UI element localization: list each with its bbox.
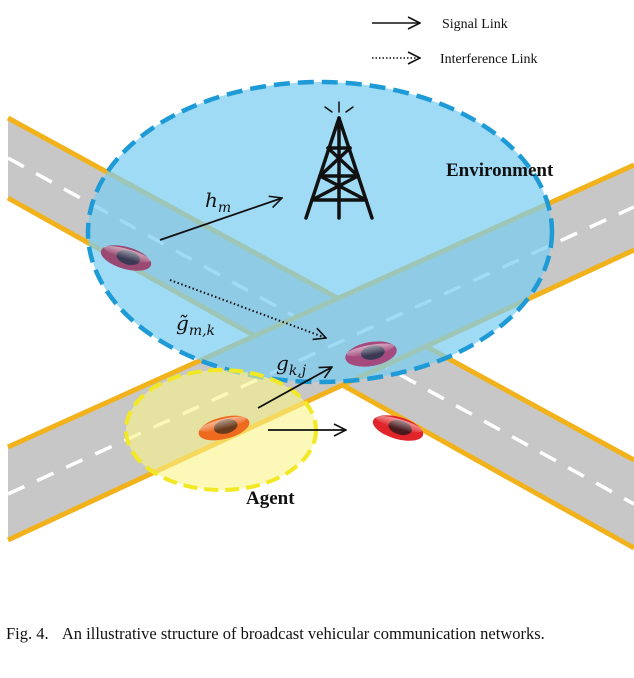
agent-label: Agent [246, 488, 295, 509]
signal-link-h [159, 198, 282, 241]
car-icon [198, 415, 250, 441]
car-icon [345, 341, 397, 367]
vehicular-network-diagram: Signal Link Interference Link [6, 0, 634, 551]
car-icon [100, 245, 152, 271]
signal-link-legend-label: Signal Link [442, 17, 508, 32]
figure-caption: Fig. 4. An illustrative structure of bro… [6, 624, 628, 644]
label-h-m: hm [205, 188, 231, 216]
tower-icon [304, 101, 374, 220]
label-g-tilde-m-k: g̃m,k [176, 311, 215, 339]
signal-link-g-kj [257, 367, 332, 409]
figure-number: Fig. 4. [6, 624, 49, 643]
environment-label: Environment [446, 160, 554, 181]
interference-link-legend-label: Interference Link [440, 52, 538, 67]
legend: Signal Link Interference Link [372, 17, 538, 67]
caption-text: An illustrative structure of broadcast v… [61, 624, 545, 643]
car-icon [372, 415, 424, 441]
label-g-k-j: gk,j [276, 351, 307, 379]
environment-region [85, 79, 555, 385]
